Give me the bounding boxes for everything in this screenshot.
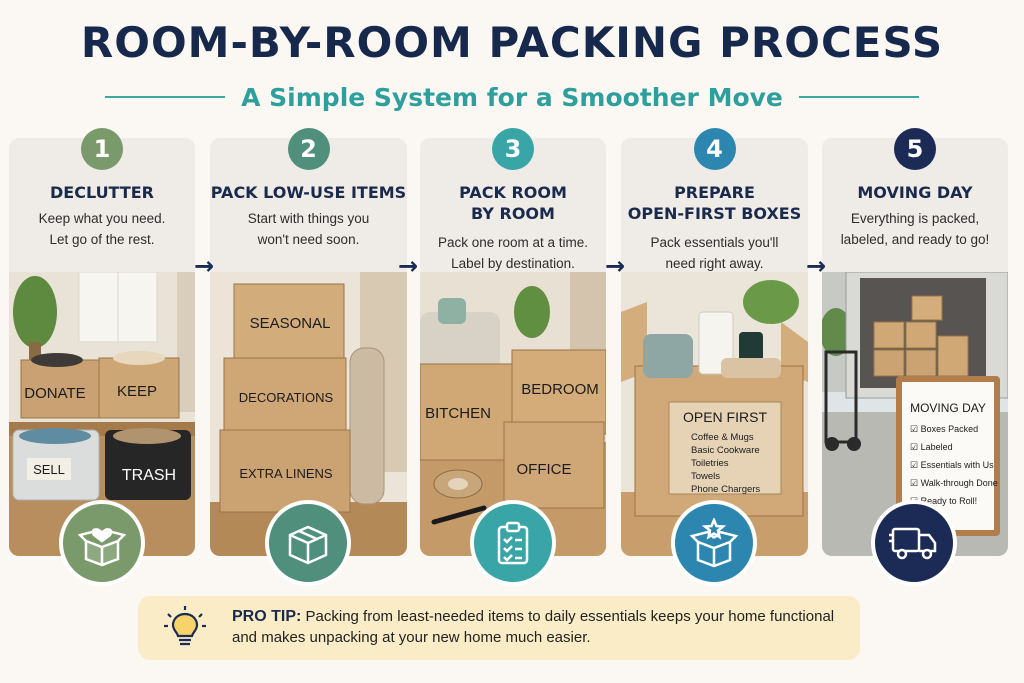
next-step-arrow-icon: → (806, 252, 827, 280)
step-desc-line: labeled, and ready to go! (840, 232, 990, 247)
step-number-badge: 2 (287, 128, 330, 170)
clipboard-checklist-icon (470, 500, 556, 586)
step-desc-line: won't need soon. (257, 232, 360, 247)
step-desc-line: Pack one room at a time. (437, 235, 589, 250)
extra-linens-box-label: EXTRA LINENS (239, 466, 333, 481)
step-desc-line: Label by destination. (451, 256, 575, 271)
seasonal-box-label: SEASONAL (250, 315, 331, 332)
step-card-moving-day: 5 MOVING DAY Everything is packed, label… (822, 128, 1008, 556)
checklist-item: ☑ Ready to Roll! (910, 496, 977, 506)
step-desc-line: Let go of the rest. (49, 232, 155, 247)
step-desc-line: Start with things you (247, 211, 370, 226)
step-title: PREPARE OPEN-FIRST BOXES (621, 182, 808, 224)
step-title-line: PACK ROOM (459, 183, 567, 202)
bedroom-box-label: BEDROOM (521, 381, 599, 398)
keep-box-label: KEEP (117, 383, 157, 400)
step-title: MOVING DAY (857, 183, 973, 202)
step-number-badge: 3 (492, 128, 534, 170)
next-step-arrow-icon: → (605, 252, 626, 280)
kitchen-box-label: BITCHEN (425, 405, 491, 422)
closed-box-icon (265, 500, 351, 586)
open-first-heading: OPEN FIRST (683, 409, 767, 425)
pro-tip-body: Packing from least-needed items to daily… (232, 608, 835, 646)
step-desc-line: Everything is packed, (850, 211, 980, 226)
page-title: ROOM-BY-ROOM PACKING PROCESS (80, 18, 944, 67)
sell-bin-label: SELL (33, 462, 65, 477)
subtitle-row: A Simple System for a Smoother Move (0, 80, 1024, 114)
step-desc-line: need right away. (665, 256, 764, 271)
open-first-item: Phone Chargers (691, 484, 760, 495)
checklist-item: ☑ Walk-through Done (910, 478, 998, 488)
step-title-line: PREPARE (674, 183, 755, 202)
open-first-item: Towels (691, 471, 720, 482)
step-title: PACK ROOM BY ROOM (420, 182, 606, 224)
subtitle-rule-right (798, 96, 919, 98)
checklist-item: ☑ Labeled (910, 442, 953, 452)
pro-tip-label: PRO TIP: (232, 608, 302, 625)
office-box-label: OFFICE (517, 461, 572, 478)
step-card-pack-low-use: 2 PACK LOW-USE ITEMS Start with things y… (210, 128, 407, 556)
checklist-heading: MOVING DAY (910, 401, 986, 415)
step-number-badge: 4 (693, 128, 736, 170)
trash-bin-label: TRASH (122, 467, 176, 484)
page-subtitle: A Simple System for a Smoother Move (241, 82, 783, 112)
decorations-box-label: DECORATIONS (239, 390, 334, 405)
step-description: Everything is packed, labeled, and ready… (822, 208, 1008, 250)
step-number-badge: 1 (81, 128, 123, 170)
step-title: PACK LOW-USE ITEMS (210, 183, 407, 202)
next-step-arrow-icon: → (194, 252, 215, 280)
donate-box-label: DONATE (24, 385, 85, 402)
step-desc-line: Keep what you need. (38, 211, 166, 226)
open-first-item: Coffee & Mugs (691, 432, 754, 443)
next-step-arrow-icon: → (398, 252, 419, 280)
step-card-pack-room-by-room: 3 PACK ROOM BY ROOM Pack one room at a t… (420, 128, 606, 556)
step-title: DECLUTTER (49, 183, 154, 202)
step-number-badge: 5 (894, 128, 936, 170)
step-description: Pack essentials you'll need right away. (621, 232, 808, 274)
declutter-photo: DONATE KEEP SELL TRASH (9, 272, 195, 556)
step-card-open-first: 4 PREPARE OPEN-FIRST BOXES Pack essentia… (621, 128, 808, 556)
step-desc-line: Pack essentials you'll (650, 235, 779, 250)
step-title-line: BY ROOM (471, 204, 555, 223)
subtitle-rule-left (105, 96, 226, 98)
heart-box-icon (59, 500, 145, 586)
checklist-item: ☑ Essentials with Us (910, 460, 994, 470)
step-description: Pack one room at a time. Label by destin… (420, 232, 606, 274)
star-box-icon (671, 500, 757, 586)
step-description: Keep what you need. Let go of the rest. (9, 208, 195, 250)
checklist-item: ☑ Boxes Packed (910, 424, 978, 434)
pro-tip-box: PRO TIP: Packing from least-needed items… (138, 596, 860, 660)
open-first-item: Basic Cookware (691, 445, 760, 456)
step-title-line: OPEN-FIRST BOXES (627, 204, 802, 223)
open-first-item: Toiletries (691, 458, 729, 469)
moving-truck-icon (871, 500, 957, 586)
lightbulb-icon (162, 604, 208, 650)
step-card-declutter: 1 DECLUTTER Keep what you need. Let go o… (9, 128, 195, 556)
pro-tip-text: PRO TIP: Packing from least-needed items… (232, 606, 852, 648)
step-description: Start with things you won't need soon. (210, 208, 407, 250)
